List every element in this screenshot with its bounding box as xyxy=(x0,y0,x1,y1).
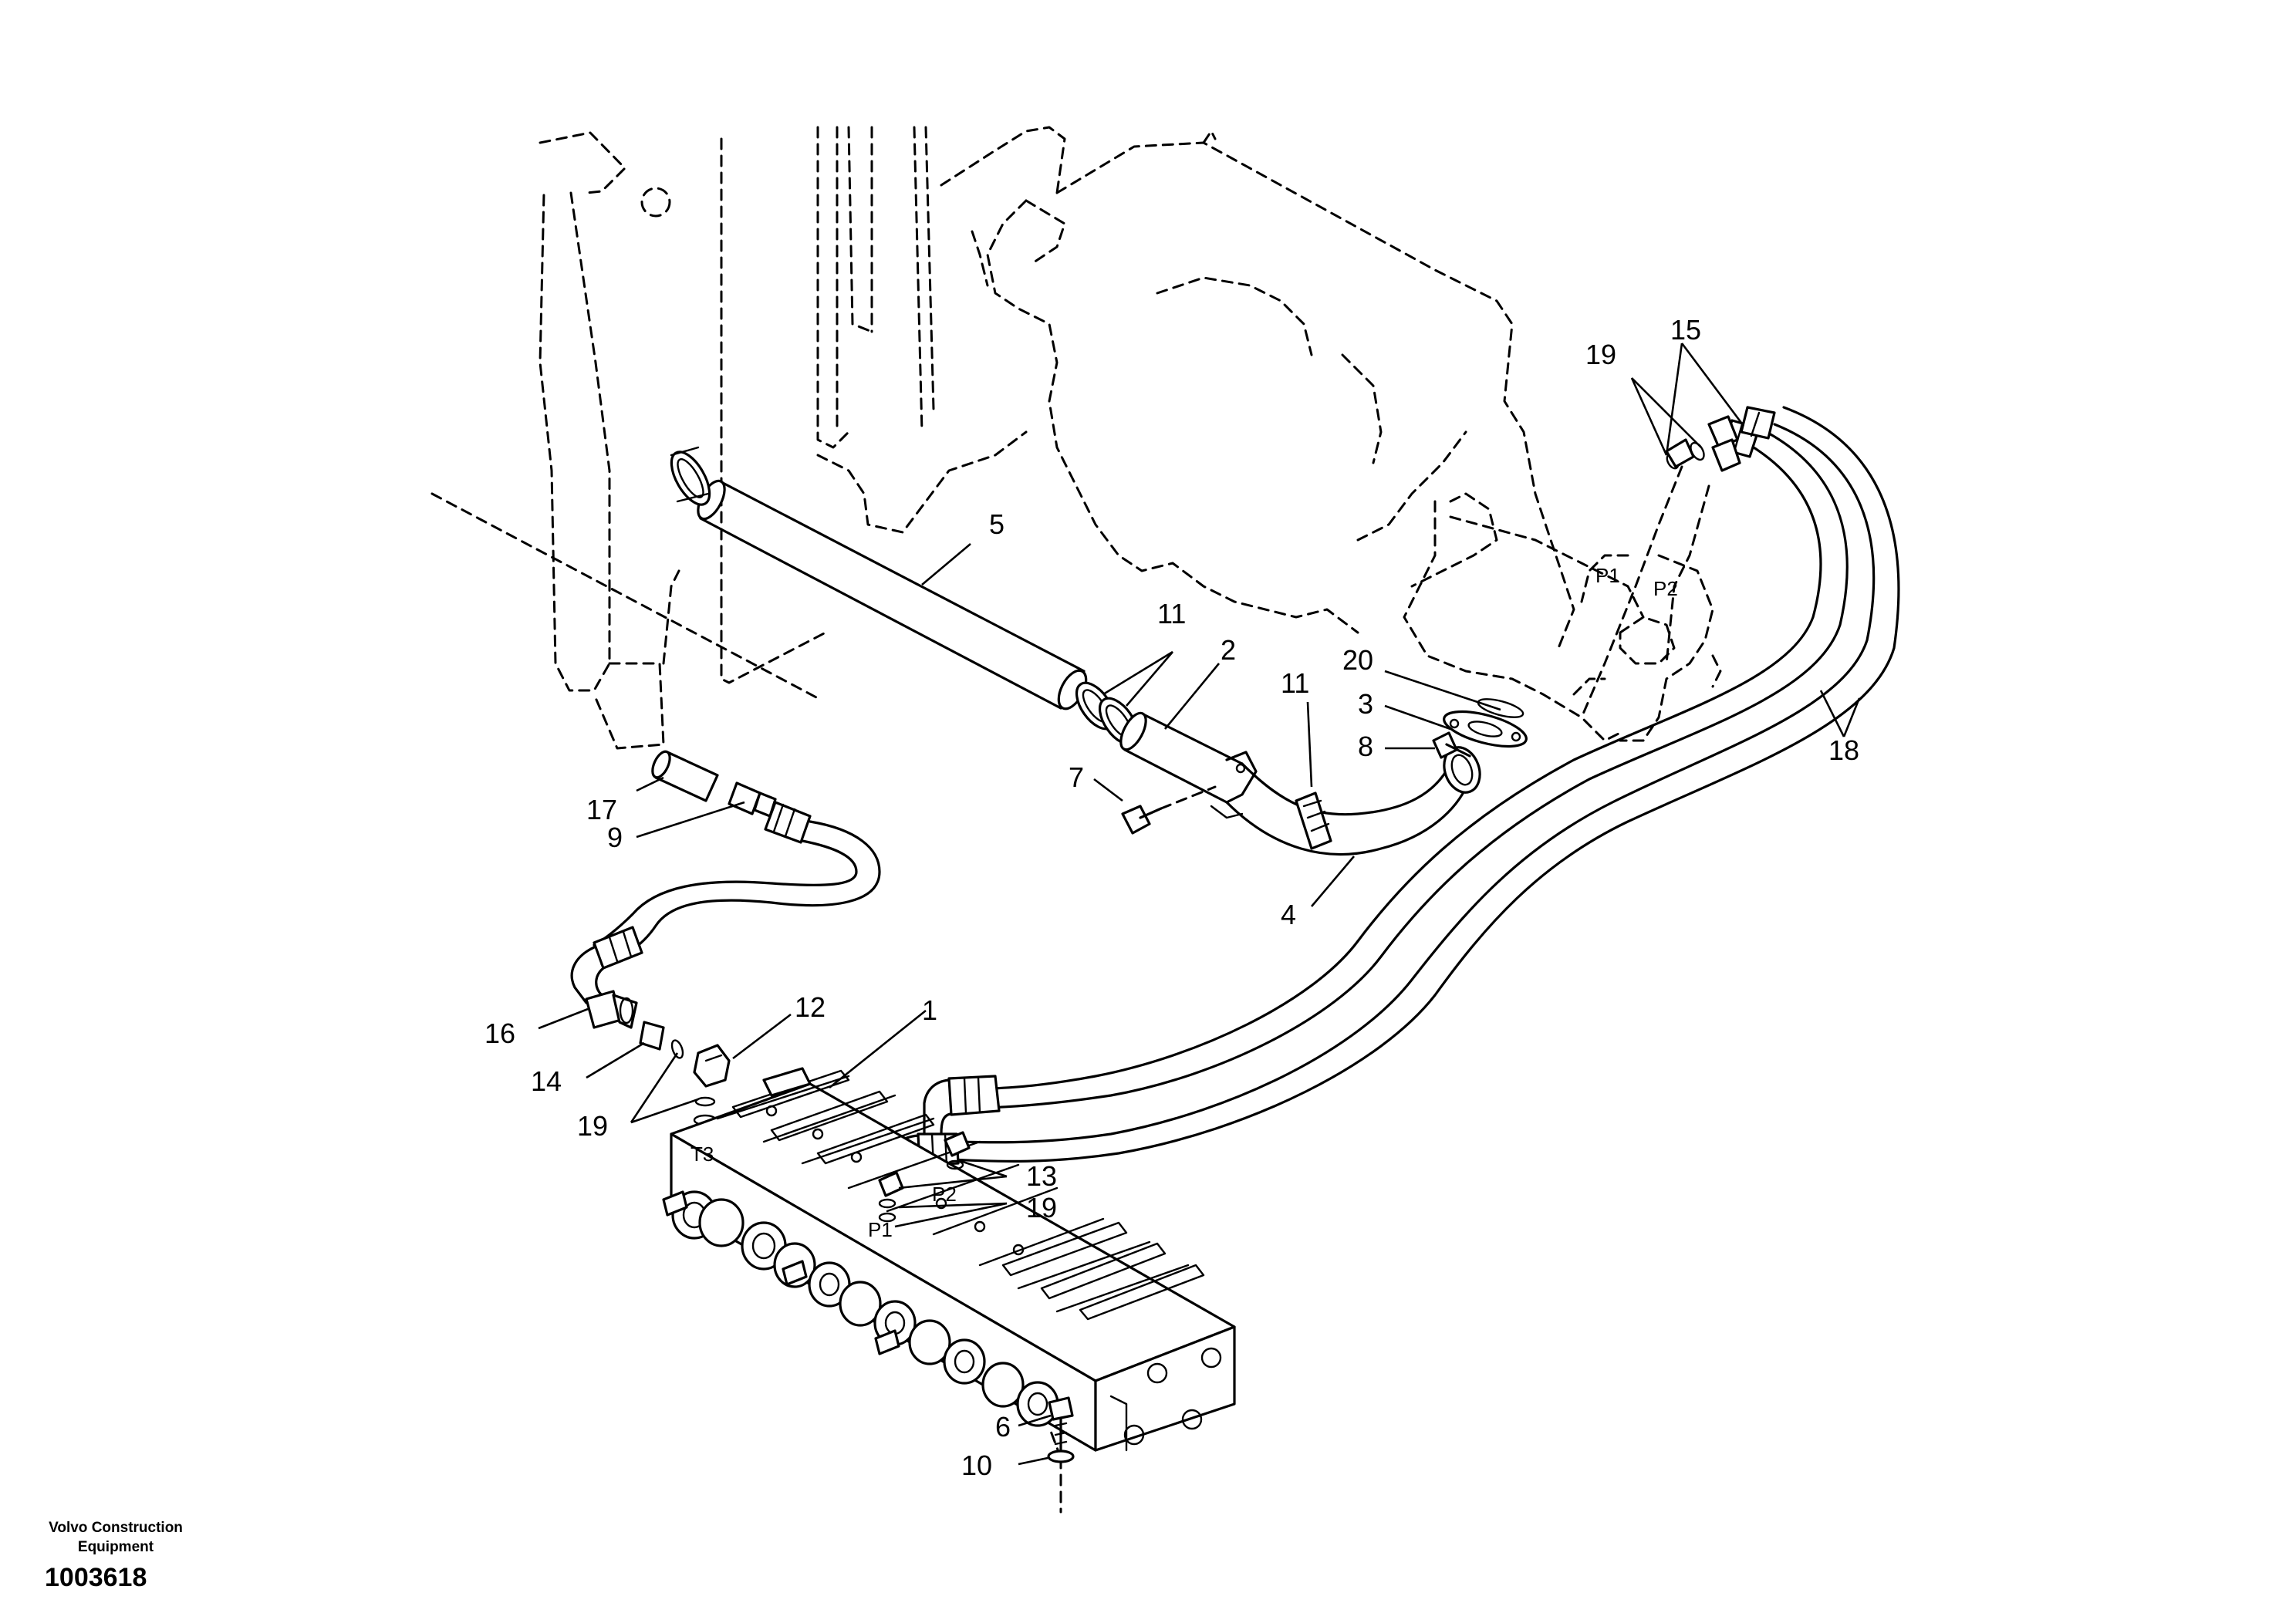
control-valve-1 xyxy=(662,1067,1236,1452)
port-label-p2-valve: P2 xyxy=(932,1183,957,1206)
label-part-18: 18 xyxy=(1828,734,1859,766)
hoses-18 xyxy=(884,406,1900,1186)
valve-ports xyxy=(662,1190,1059,1427)
label-part-6: 6 xyxy=(995,1411,1011,1443)
label-part-14: 14 xyxy=(531,1065,562,1097)
label-part-10: 10 xyxy=(961,1450,992,1481)
brand-line-1: Volvo Construction xyxy=(49,1520,183,1536)
label-part-19-left: 19 xyxy=(577,1110,608,1142)
label-part-11-lower: 11 xyxy=(1281,667,1309,699)
label-part-20: 20 xyxy=(1342,644,1373,676)
port-label-p1-top: P1 xyxy=(1595,564,1620,587)
fitting-14 xyxy=(639,1021,684,1059)
brand-line-2: Equipment xyxy=(77,1539,154,1555)
leader-lines xyxy=(538,343,1745,1466)
flange-3 xyxy=(1443,710,1528,748)
label-part-11-upper: 11 xyxy=(1157,598,1186,629)
part-labels: 1 2 3 4 5 6 7 8 9 10 11 11 12 13 14 15 1… xyxy=(485,314,1859,1481)
hose-16 xyxy=(570,801,881,1029)
label-part-7: 7 xyxy=(1069,761,1084,793)
port-label-t3: T3 xyxy=(690,1142,714,1166)
bolt-8 xyxy=(1432,731,1471,759)
fitting-9 xyxy=(728,781,777,818)
hose-4 xyxy=(1210,746,1481,856)
port-label-p2-top: P2 xyxy=(1653,577,1678,600)
label-part-2: 2 xyxy=(1221,634,1236,666)
fittings-15-19-top xyxy=(1665,415,1741,472)
label-part-13: 13 xyxy=(1026,1160,1057,1192)
label-part-19-valve: 19 xyxy=(1026,1192,1057,1223)
label-part-16: 16 xyxy=(485,1018,515,1049)
label-part-5: 5 xyxy=(989,508,1004,540)
brand-caption: Volvo Construction Equipment xyxy=(31,1518,201,1557)
drawing-number: 1003618 xyxy=(45,1563,147,1592)
fitting-17 xyxy=(651,750,719,802)
label-part-19-top: 19 xyxy=(1585,339,1616,370)
label-part-9: 9 xyxy=(607,822,623,853)
port-labels: P1 P2 T3 P1 P2 xyxy=(690,564,1678,1241)
washer-10 xyxy=(1047,1450,1075,1463)
label-part-17: 17 xyxy=(586,794,617,825)
port-label-p1-valve: P1 xyxy=(868,1218,893,1241)
leader-18 xyxy=(1819,690,1861,737)
label-part-15: 15 xyxy=(1670,314,1701,346)
clamp-left xyxy=(670,446,711,506)
label-part-1: 1 xyxy=(922,994,937,1026)
bolt-7 xyxy=(1121,785,1217,835)
elbow-12 xyxy=(693,1044,731,1126)
background-machine-outline xyxy=(430,126,1722,1514)
label-part-4: 4 xyxy=(1281,899,1296,930)
label-part-12: 12 xyxy=(795,991,826,1023)
label-part-8: 8 xyxy=(1358,731,1373,762)
pipe-2 xyxy=(1119,711,1258,804)
bolt-6 xyxy=(1048,1396,1074,1452)
label-part-3: 3 xyxy=(1358,688,1373,720)
hose-5 xyxy=(697,479,1088,710)
